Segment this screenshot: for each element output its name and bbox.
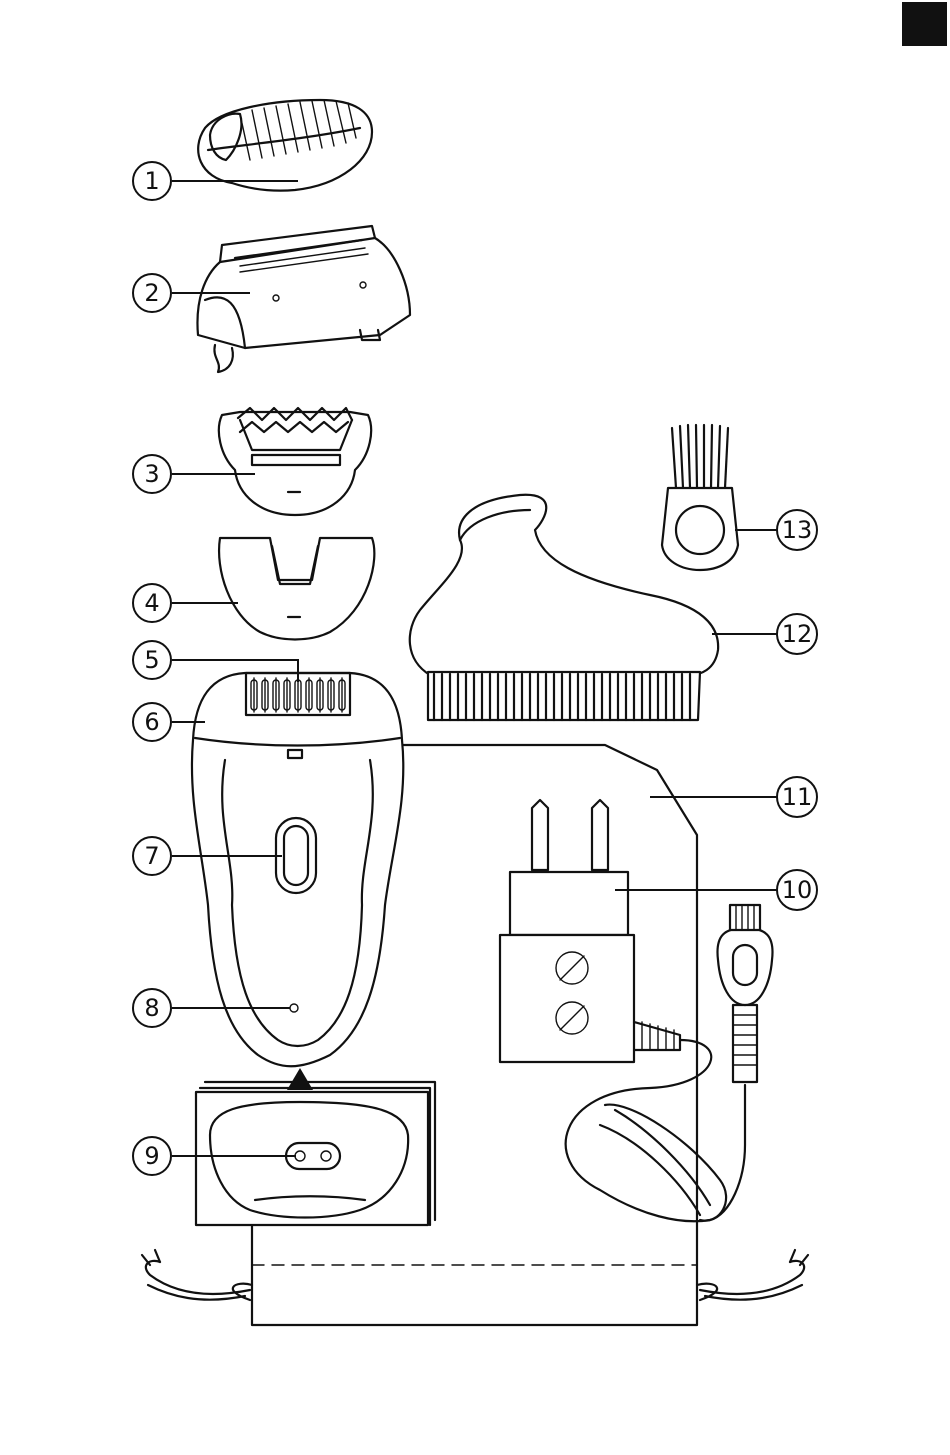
callout-number: 8 (144, 994, 159, 1022)
callout-number: 2 (144, 279, 159, 307)
comb-attachment (198, 100, 372, 191)
callout-number: 1 (144, 167, 159, 195)
callout-number: 13 (782, 516, 813, 544)
callout-10: 10 (615, 870, 817, 910)
callout-number: 9 (144, 1142, 159, 1170)
page-tab-marker (902, 2, 947, 46)
callout-number: 12 (782, 620, 813, 648)
callout-number: 11 (782, 783, 813, 811)
callout-4: 4 (133, 584, 238, 622)
callout-number: 5 (144, 646, 159, 674)
callout-13: 13 (735, 510, 817, 550)
callout-number: 7 (144, 842, 159, 870)
cleaning-brush (662, 425, 738, 570)
callout-number: 6 (144, 708, 159, 736)
callout-number: 3 (144, 460, 159, 488)
epilation-cap (219, 408, 371, 515)
callout-12: 12 (712, 614, 817, 654)
shaving-head (197, 226, 410, 372)
callout-number: 4 (144, 589, 159, 617)
power-adapter (500, 800, 773, 1221)
charging-stand (196, 1068, 435, 1225)
callout-11: 11 (650, 777, 817, 817)
callout-number: 10 (782, 876, 813, 904)
sensitive-area-cap (219, 538, 374, 640)
